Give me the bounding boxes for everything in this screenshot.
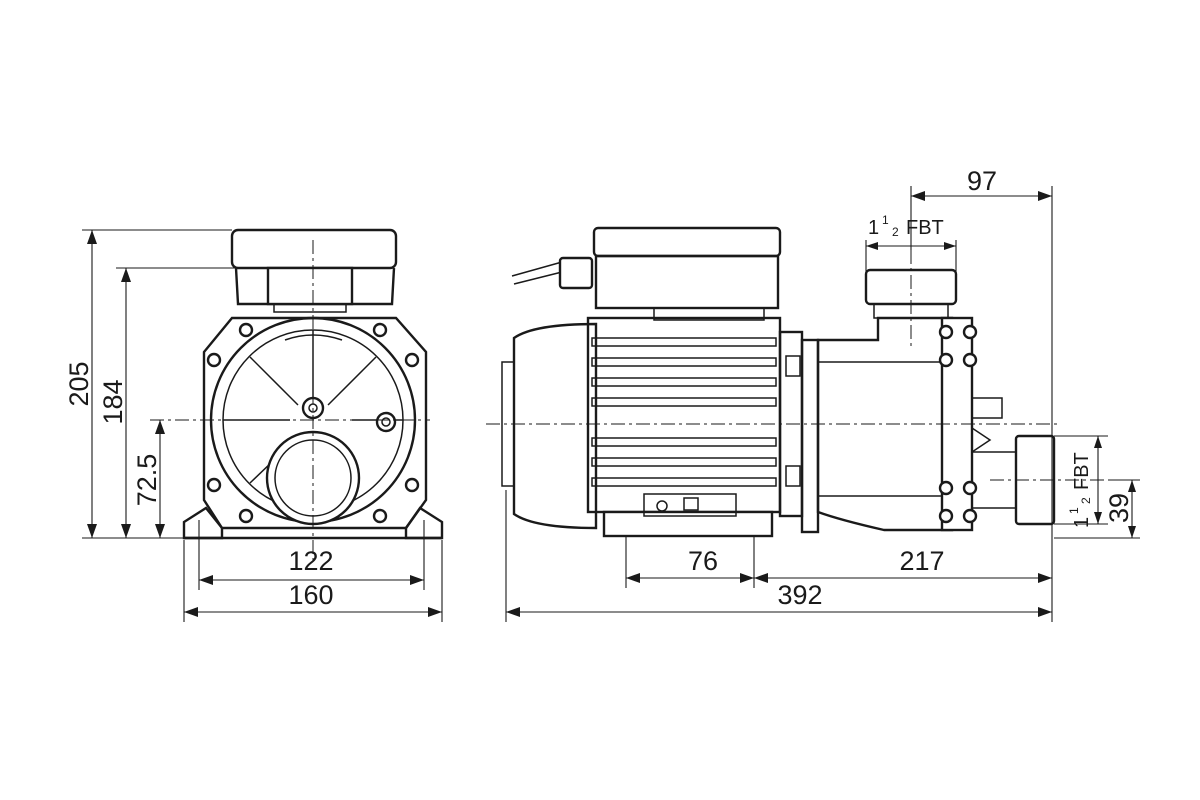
svg-text:2: 2 xyxy=(1079,497,1093,504)
side-motor-body xyxy=(586,316,782,514)
dim-foot-inner: 122 xyxy=(288,546,333,576)
side-motor-fins xyxy=(591,337,777,487)
side-terminal-box xyxy=(594,254,780,310)
dim-foot-outer: 160 xyxy=(288,580,333,610)
front-drain-plug-inner xyxy=(381,417,391,427)
side-motor-end-cap xyxy=(512,322,598,530)
dim-height-total: 205 xyxy=(64,361,94,406)
svg-text:1: 1 xyxy=(1071,517,1093,528)
inlet-size-label: 1 1 2 FBT xyxy=(1067,452,1093,528)
front-view xyxy=(150,228,444,560)
dim-outlet-offset: 97 xyxy=(967,166,997,196)
svg-text:FBT: FBT xyxy=(1071,452,1093,490)
svg-text:1: 1 xyxy=(1067,507,1081,514)
side-inlet-neck xyxy=(971,427,992,453)
outlet-size-label: 1 1 2 FBT xyxy=(868,213,944,239)
side-ground-terminal xyxy=(643,493,737,517)
front-outlet-collar xyxy=(273,303,347,313)
svg-text:FBT: FBT xyxy=(906,217,944,239)
front-housing-bolts xyxy=(206,322,420,524)
side-dimensions: 97 1 1 2 FBT 1 1 2 FBT 39 xyxy=(505,166,1140,622)
side-view xyxy=(486,226,1112,538)
dim-axis-height: 72.5 xyxy=(132,454,162,507)
side-seal-plate xyxy=(800,338,820,534)
svg-text:2: 2 xyxy=(892,225,899,239)
side-cable-gland xyxy=(558,256,594,290)
front-outlet-port xyxy=(266,266,354,306)
dim-height-top: 184 xyxy=(98,379,128,424)
side-drain-stub xyxy=(971,397,1003,419)
side-cover-bolts xyxy=(938,324,978,524)
front-foot-left xyxy=(182,506,224,540)
dim-inlet-height: 39 xyxy=(1104,493,1134,523)
svg-text:1: 1 xyxy=(868,217,879,239)
svg-text:1: 1 xyxy=(882,213,889,227)
front-terminal-box-lid xyxy=(230,228,398,270)
front-dimensions: 205 184 72.5 122 160 xyxy=(64,229,443,622)
dim-total-length: 392 xyxy=(777,580,822,610)
side-terminal-box-lid xyxy=(592,226,782,258)
front-drain-plug xyxy=(375,411,397,433)
dim-foot-to-inlet: 217 xyxy=(899,546,944,576)
dim-foot-span: 76 xyxy=(688,546,718,576)
side-terminal-base xyxy=(653,307,765,321)
